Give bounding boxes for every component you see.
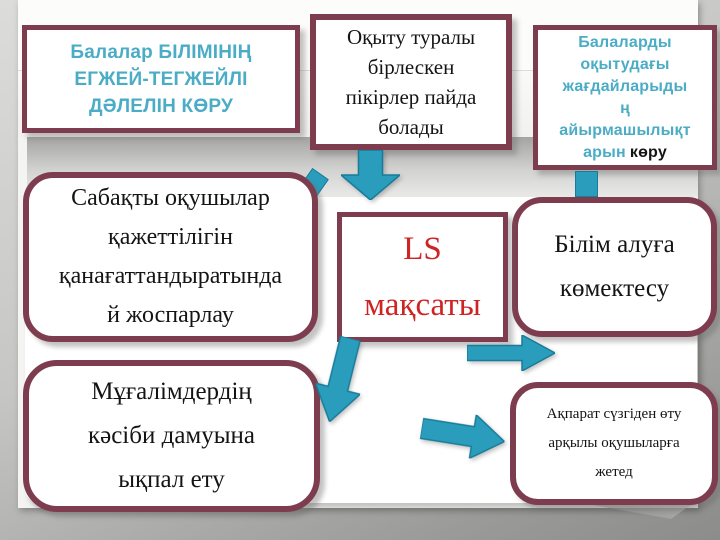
plan-lessons-label: Сабақты оқушылар қажеттілігін қанағаттан… [58,185,283,328]
title-box-detail-evidence: Балалар БІЛІМІНІҢ ЕГЖЕЙ-ТЕГЖЕЙЛІ ДӘЛЕЛІН… [22,25,300,133]
see-differences-label: Балаларды оқытудағы жағдайларыды ң айырм… [559,33,691,161]
arrow-down-left-icon [307,333,372,428]
shared-opinions-label: Оқыту туралы бірлескен пікірлер пайда бо… [345,25,477,139]
help-learning-label: Білім алуға көмектесу [554,231,675,302]
info-filter-label: Ақпарат сүзгіден өту арқылы оқушыларға ж… [546,406,682,480]
connector-down-icon [575,171,598,197]
rounded-box-plan-lessons: Сабақты оқушылар қажеттілігін қанағаттан… [23,172,318,342]
arrow-right-icon [467,335,555,371]
ls-goal-label: LS мақсаты [364,231,481,323]
rounded-box-info-filter: Ақпарат сүзгіден өту арқылы оқушыларға ж… [510,382,718,505]
professional-growth-label: Мұғалімдердің кәсіби дамуына ықпал ету [87,378,256,493]
title-box-see-differences: Балаларды оқытудағы жағдайларыды ң айырм… [533,25,717,170]
arrow-down-icon [341,150,400,200]
rounded-box-professional-growth: Мұғалімдердің кәсіби дамуына ықпал ету [23,360,320,512]
center-box-ls-goal: LS мақсаты [337,212,508,342]
rounded-box-help-learning: Білім алуға көмектесу [512,197,717,337]
arrow-right-down-icon [418,407,508,464]
title-box-shared-opinions: Оқыту туралы бірлескен пікірлер пайда бо… [310,14,512,150]
detail-evidence-label: Балалар БІЛІМІНІҢ ЕГЖЕЙ-ТЕГЖЕЙЛІ ДӘЛЕЛІН… [70,41,252,117]
